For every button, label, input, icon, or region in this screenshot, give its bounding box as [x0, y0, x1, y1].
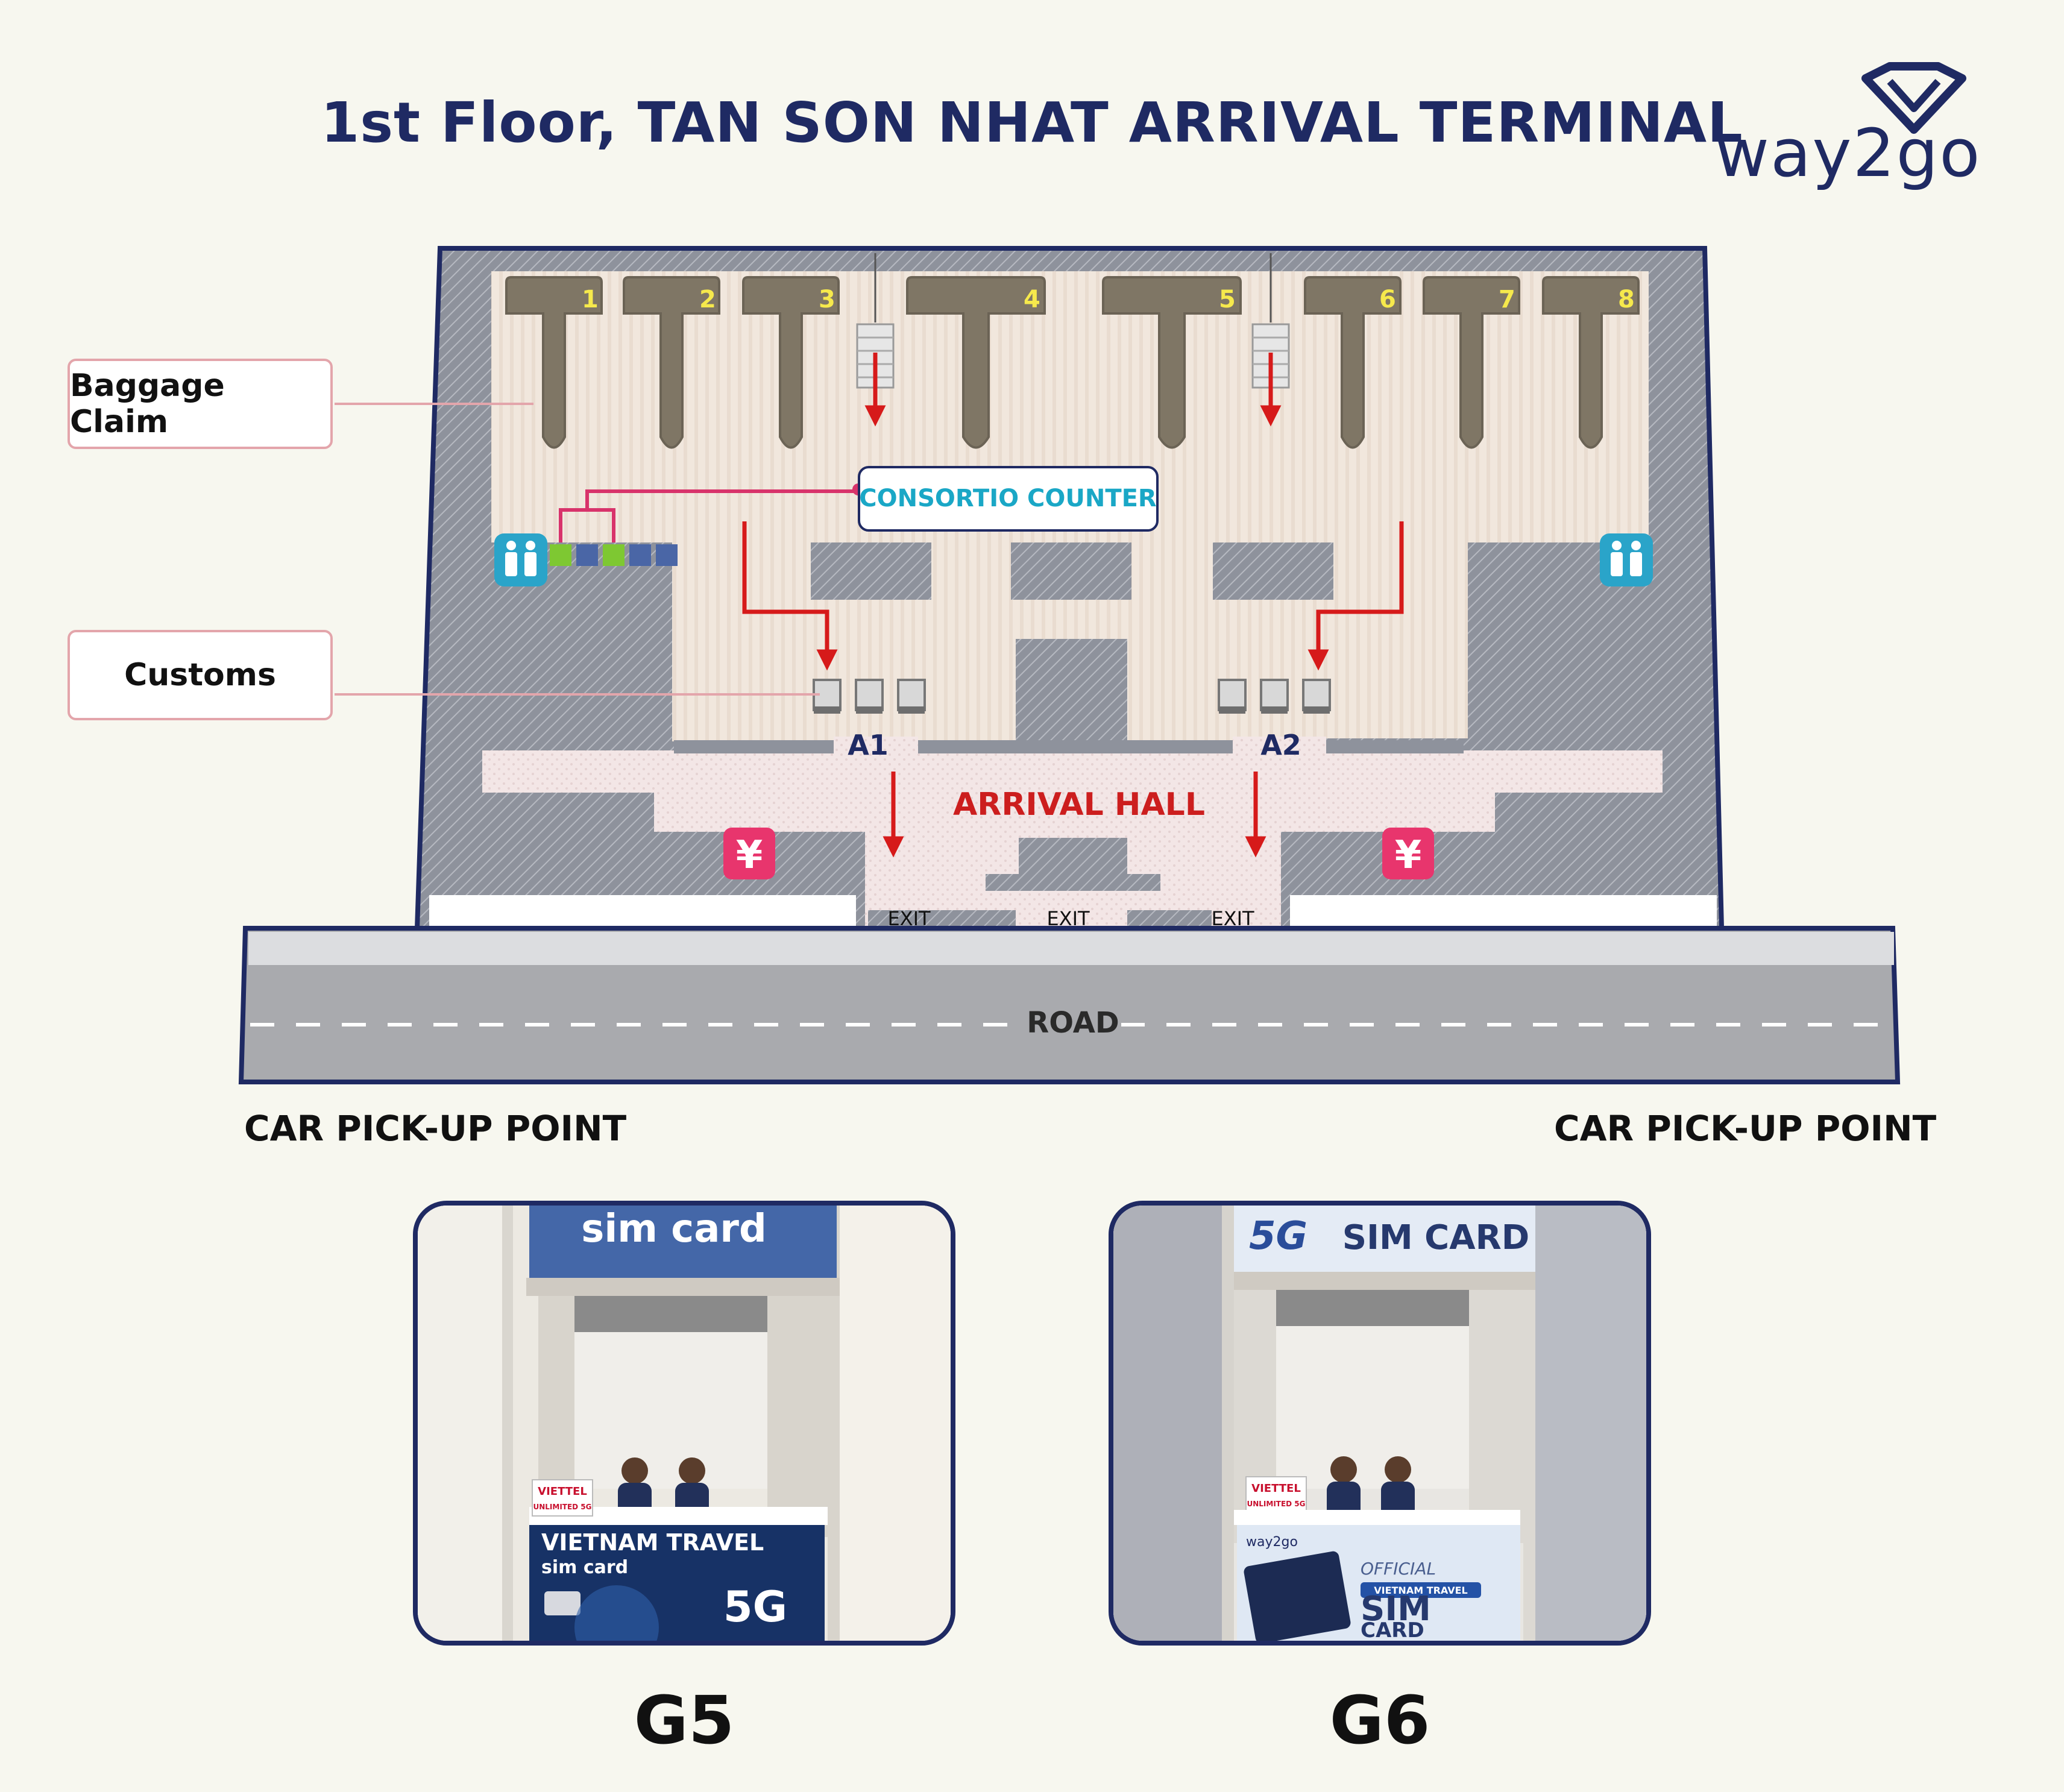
svg-text:VIETNAM TRAVEL: VIETNAM TRAVEL — [541, 1529, 764, 1556]
belt-number: 3 — [819, 286, 835, 313]
svg-text:sim card: sim card — [541, 1557, 628, 1578]
sim-kiosk-photo-g5: sim card VIETTEL UNLIMITED 5G VIETNAM TR… — [413, 1201, 955, 1646]
svg-text:CARD: CARD — [1361, 1618, 1424, 1641]
staff-2 — [679, 1457, 705, 1484]
restroom-icon — [1600, 533, 1653, 586]
belt-3 — [742, 276, 840, 449]
logo-wordmark: way2go — [1715, 115, 1981, 192]
svg-text:¥: ¥ — [1395, 833, 1422, 878]
svg-text:VIETNAM TRAVEL: VIETNAM TRAVEL — [1374, 1585, 1467, 1596]
baggage-claim-callout: Baggage Claim — [68, 359, 333, 449]
svg-text:SIM: SIM — [1361, 1589, 1431, 1629]
gate-g5-label: G5 — [634, 1682, 735, 1759]
currency-exchange-icon: ¥ — [1382, 828, 1434, 879]
belt-6 — [1304, 276, 1402, 449]
svg-text:UNLIMITED 5G: UNLIMITED 5G — [533, 1503, 591, 1511]
terminal-map: 1 2 3 4 5 6 7 8 — [238, 246, 1901, 1084]
svg-text:UNLIMITED 5G: UNLIMITED 5G — [1247, 1500, 1305, 1508]
desk-middle — [1011, 542, 1131, 600]
escalator-icon — [856, 253, 895, 427]
desk-right — [1213, 542, 1333, 600]
exit-label: EXIT — [1211, 907, 1254, 930]
staff-2 — [1385, 1456, 1411, 1483]
kiosk-illustration: 5G SIM CARD VIETTEL UNLIMITED 5G way2go … — [1113, 1206, 1646, 1641]
sim-kiosk-photo-g6: 5G SIM CARD VIETTEL UNLIMITED 5G way2go … — [1109, 1201, 1651, 1646]
belt-number: 1 — [582, 286, 599, 313]
currency-exchange-icon: ¥ — [723, 828, 775, 879]
road — [238, 926, 1901, 1084]
consortio-counter-box — [858, 466, 1159, 532]
belt-7 — [1423, 276, 1520, 449]
gate-a1-label: A1 — [848, 729, 889, 761]
gate-g6-label: G6 — [1329, 1682, 1430, 1759]
belt-numbers: 1 2 3 4 5 6 7 8 — [582, 286, 1635, 313]
staff-1 — [621, 1457, 648, 1484]
arrival-hall-label: ARRIVAL HALL — [953, 787, 1205, 823]
exit-label: EXIT — [887, 907, 931, 930]
belt-4 — [906, 276, 1046, 449]
svg-text:OFFICIAL: OFFICIAL — [1361, 1559, 1436, 1579]
svg-text:5G: 5G — [723, 1582, 787, 1632]
baggage-belts — [505, 276, 1640, 449]
consortio-counter-label: CONSORTIO COUNTER — [859, 485, 1156, 512]
way2go-logo-icon — [1861, 62, 1966, 134]
road-label: ROAD — [1027, 1006, 1119, 1040]
svg-text:way2go: way2go — [1246, 1535, 1298, 1550]
exit-divider — [1019, 838, 1127, 874]
svg-text:VIETTEL: VIETTEL — [538, 1485, 587, 1498]
consortio-connector — [559, 489, 857, 542]
customs-booths — [813, 679, 1331, 711]
desk-left — [811, 542, 931, 600]
staff-1 — [1330, 1456, 1357, 1483]
kiosk-banner-text: SIM CARD — [1342, 1218, 1529, 1257]
kiosk-banner-5g: 5G — [1249, 1214, 1307, 1259]
counter-row — [550, 544, 678, 566]
belt-number: 2 — [699, 286, 716, 313]
belt-number: 8 — [1618, 286, 1635, 313]
belt-5 — [1102, 276, 1242, 449]
restroom-icon — [494, 533, 547, 586]
route-arrow — [742, 521, 838, 671]
belt-number: 5 — [1219, 286, 1236, 313]
gate-a2-label: A2 — [1260, 729, 1301, 761]
car-pickup-left-label: CAR PICK-UP POINT — [244, 1108, 627, 1149]
car-pickup-right-label: CAR PICK-UP POINT — [1554, 1108, 1937, 1149]
kiosk-banner-text: sim card — [581, 1207, 767, 1251]
svg-text:¥: ¥ — [736, 833, 763, 878]
belt-1 — [505, 276, 603, 449]
route-arrow — [1307, 521, 1404, 671]
belt-8 — [1542, 276, 1640, 449]
central-block — [1016, 639, 1127, 741]
kiosk-illustration: sim card VIETTEL UNLIMITED 5G VIETNAM TR… — [418, 1206, 951, 1641]
belt-2 — [623, 276, 720, 449]
svg-text:VIETTEL: VIETTEL — [1251, 1482, 1301, 1495]
belt-number: 6 — [1379, 286, 1396, 313]
customs-callout: Customs — [68, 630, 333, 720]
exit-label: EXIT — [1046, 907, 1090, 930]
belt-number: 7 — [1499, 286, 1515, 313]
escalator-icon — [1251, 253, 1290, 427]
belt-number: 4 — [1024, 286, 1040, 313]
page-title: 1st Floor, TAN SON NHAT ARRIVAL TERMINAL — [321, 90, 1743, 155]
